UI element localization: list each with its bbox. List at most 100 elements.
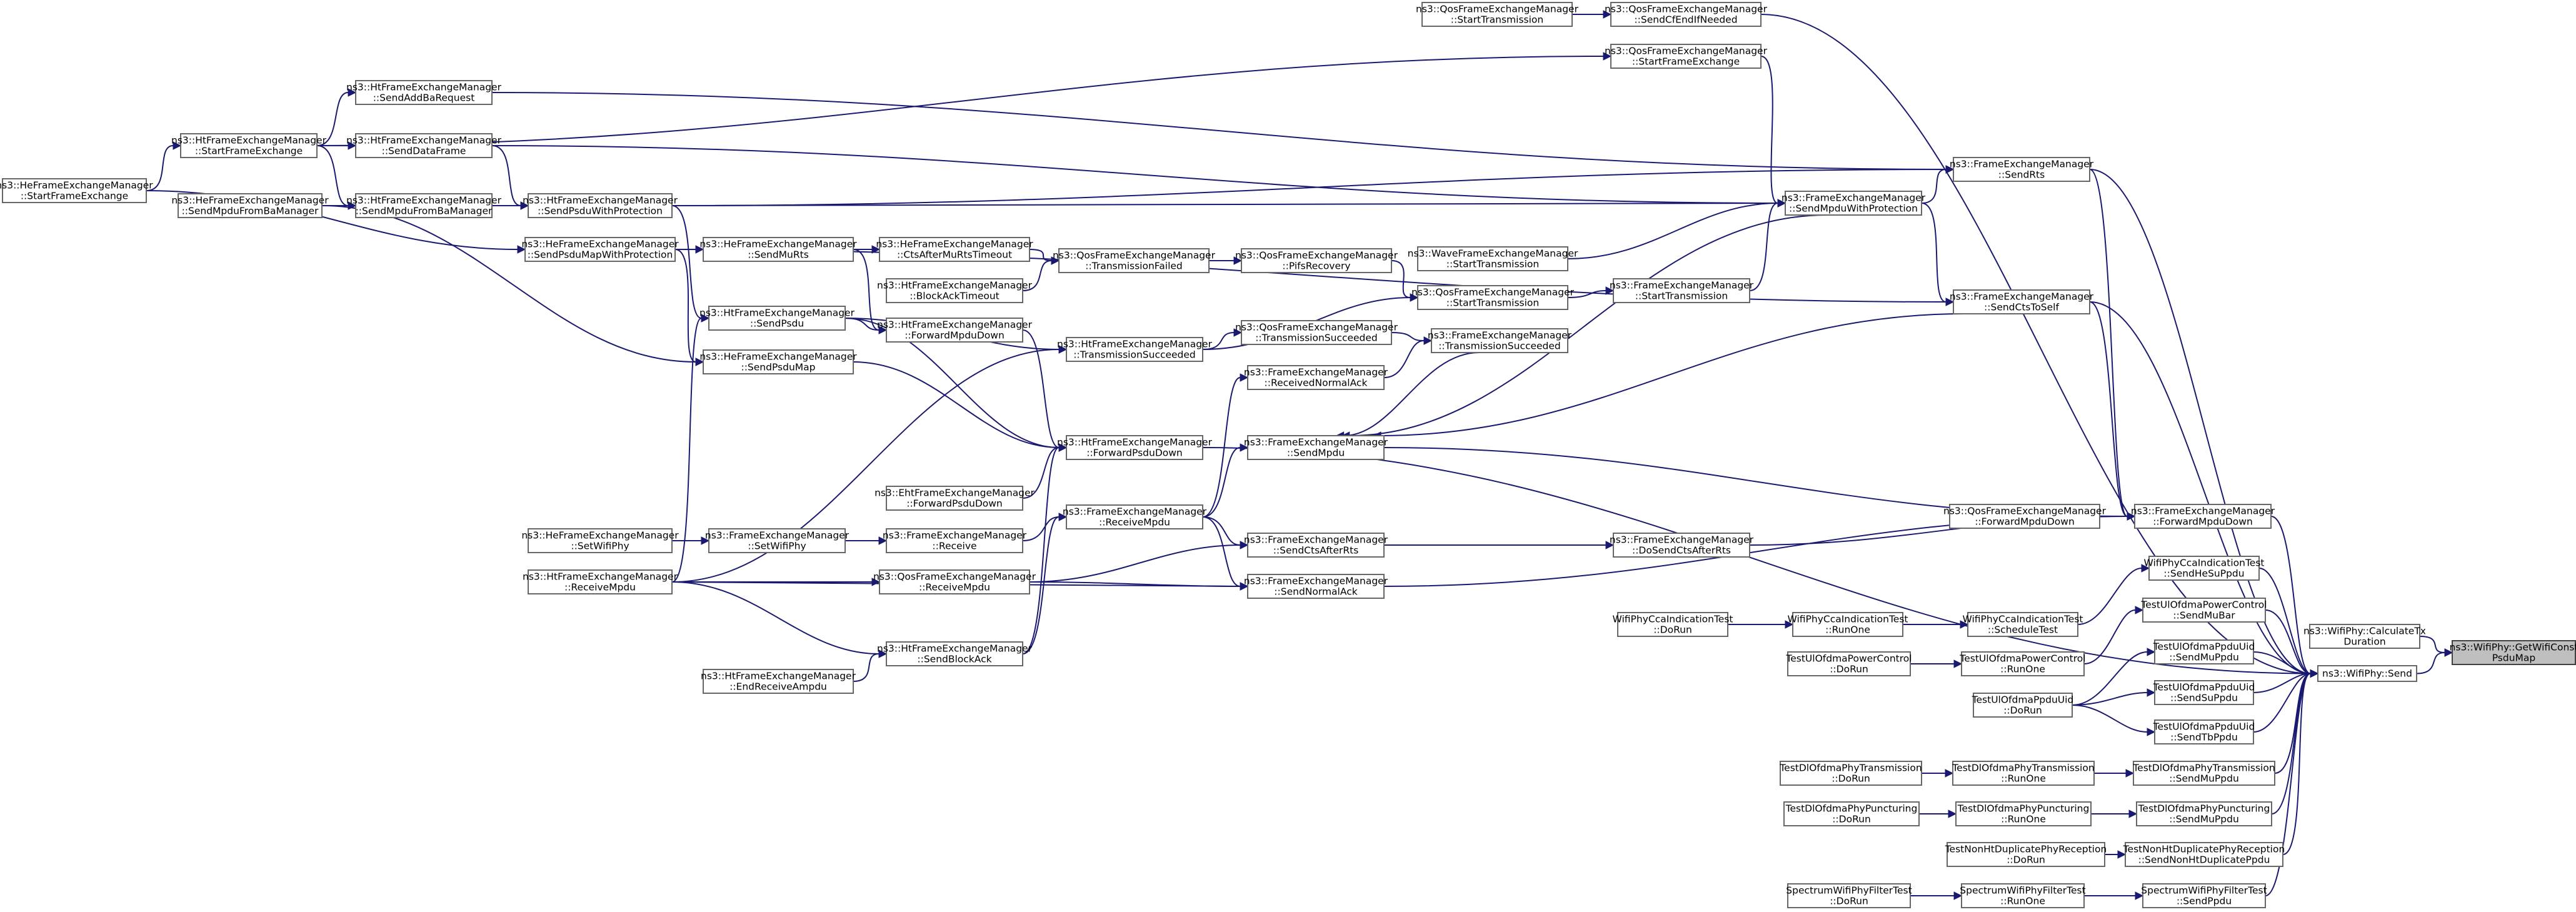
node-fem-txsucceeded[interactable]: ns3::FrameExchangeManager::TransmissionS…	[1428, 328, 1572, 353]
node-box	[1613, 533, 1750, 558]
node-fem-setwifiphy[interactable]: ns3::FrameExchangeManager::SetWifiPhy	[705, 528, 849, 553]
node-fem-sendctstoself[interactable]: ns3::FrameExchangeManager::SendCtsToSelf	[1950, 289, 2094, 314]
node-fem-receivempdu[interactable]: ns3::FrameExchangeManager::ReceiveMpdu	[1063, 504, 1207, 529]
node-qos-startframeexchange[interactable]: ns3::QosFrameExchangeManager::StartFrame…	[1605, 44, 1768, 69]
edge-n_ht_sendpsduwp-to-n_ht_sendpsdu	[671, 205, 702, 319]
node-he-ctsaftermurtstimeout[interactable]: ns3::HeFrameExchangeManager::CtsAfterMuR…	[876, 237, 1033, 262]
node-label-line: SpectrumWifiPhyFilterTest	[1960, 885, 2085, 896]
node-fem-sendmpdu[interactable]: ns3::FrameExchangeManager::SendMpdu	[1244, 435, 1388, 460]
edge-n_ht_fwdpsdudown-to-n_send	[1202, 447, 2311, 674]
node-dlpunc-runone[interactable]: TestDlOfdmaPhyPuncturing::RunOne	[1955, 801, 2092, 826]
arrowhead-n_spec_sendppdu-to-n_send	[2310, 669, 2319, 678]
node-fem-starttx[interactable]: ns3::FrameExchangeManager::StartTransmis…	[1610, 278, 1754, 303]
node-box	[703, 669, 854, 694]
node-fem-sendnormalack[interactable]: ns3::FrameExchangeManager::SendNormalAck	[1244, 574, 1388, 599]
node-ht-sendaddbarequest[interactable]: ns3::HtFrameExchangeManager::SendAddBaRe…	[346, 80, 502, 105]
node-ulppdu-sendmuppdu[interactable]: TestUlOfdmaPpduUid::SendMuPpdu	[2153, 639, 2255, 664]
node-box	[1421, 2, 1573, 27]
node-ht-txsucceeded[interactable]: ns3::HtFrameExchangeManager::Transmissio…	[1057, 337, 1213, 362]
node-cca-scheduletest[interactable]: WifiPhyCcaIndicationTest::ScheduleTest	[1962, 612, 2083, 637]
node-cca-dorun[interactable]: WifiPhyCcaIndicationTest::DoRun	[1612, 612, 1733, 637]
node-qos-receivempdu[interactable]: ns3::QosFrameExchangeManager::ReceiveMpd…	[873, 569, 1036, 594]
node-dlpunc-sendmuppdu[interactable]: TestDlOfdmaPhyPuncturing::SendMuPpdu	[2136, 801, 2272, 826]
node-label-line: ns3::QosFrameExchangeManager	[873, 571, 1036, 583]
node-qos-sendcfendifneeded[interactable]: ns3::QosFrameExchangeManager::SendCfEndI…	[1605, 2, 1768, 27]
node-ht-fwdmpdudown[interactable]: ns3::HtFrameExchangeManager::ForwardMpdu…	[877, 318, 1033, 343]
node-qos-starttx-top[interactable]: ns3::QosFrameExchangeManager::StartTrans…	[1416, 2, 1579, 27]
node-dlpunc-dorun[interactable]: TestDlOfdmaPhyPuncturing::DoRun	[1783, 801, 1920, 826]
node-cca-sendhesupdu[interactable]: WifiPhyCcaIndicationTest::SendHeSuPpdu	[2143, 556, 2265, 581]
node-cca-runone[interactable]: WifiPhyCcaIndicationTest::RunOne	[1787, 612, 1908, 637]
node-he-sendmpdufromba[interactable]: ns3::HeFrameExchangeManager::SendMpduFro…	[171, 193, 329, 218]
node-ulppdu-sendtbppdu[interactable]: TestUlOfdmaPpduUid::SendTbPpdu	[2153, 719, 2255, 744]
node-he-sendpsdumap[interactable]: ns3::HeFrameExchangeManager::SendPsduMap	[699, 349, 857, 374]
edge-n_ulppdu_dorun-to-n_ulppdu_sendsuppdu	[2072, 692, 2148, 706]
node-qos-txfailed[interactable]: ns3::QosFrameExchangeManager::Transmissi…	[1053, 248, 1216, 273]
node-ht-blockacktimeout[interactable]: ns3::HtFrameExchangeManager::BlockAckTim…	[877, 278, 1033, 303]
node-box	[1792, 612, 1903, 637]
node-ulpc-runone[interactable]: TestUlOfdmaPowerControl::RunOne	[1959, 651, 2086, 676]
node-label-line: ::SendSuPpdu	[2170, 693, 2238, 704]
node-ulppdu-sendsuppdu[interactable]: TestUlOfdmaPpduUid::SendSuPpdu	[2153, 680, 2255, 705]
node-ht-endreceiveampdu[interactable]: ns3::HtFrameExchangeManager::EndReceiveA…	[701, 669, 856, 694]
node-he-sendmurts[interactable]: ns3::HeFrameExchangeManager::SendMuRts	[699, 237, 857, 262]
node-fem-sendrts[interactable]: ns3::FrameExchangeManager::SendRts	[1950, 157, 2094, 182]
node-ht-fwdpsdudown[interactable]: ns3::HtFrameExchangeManager::ForwardPsdu…	[1057, 435, 1213, 460]
node-label-line: TestUlOfdmaPpduUid	[2153, 682, 2255, 693]
node-ht-sendpsdu[interactable]: ns3::HtFrameExchangeManager::SendPsdu	[699, 306, 855, 331]
node-fem-receive[interactable]: ns3::FrameExchangeManager::Receive	[883, 528, 1027, 553]
edge-n_ulppdu_sendsuppdu-to-n_send	[2253, 673, 2311, 693]
node-qos-starttx-mid[interactable]: ns3::QosFrameExchangeManager::StartTrans…	[1411, 285, 1575, 310]
arrowhead-n_qos_txsucceeded-to-n_fem_txsucceeded	[1423, 336, 1433, 345]
node-box	[1953, 289, 2090, 314]
node-dltx-runone[interactable]: TestDlOfdmaPhyTransmission::RunOne	[1952, 761, 2095, 786]
node-spec-sendppdu[interactable]: SpectrumWifiPhyFilterTest::SendPpdu	[2141, 883, 2267, 908]
node-ulpc-sendmubar[interactable]: TestUlOfdmaPowerControl::SendMuBar	[2140, 598, 2267, 623]
node-qos-fwdmpdudown[interactable]: ns3::QosFrameExchangeManager::ForwardMpd…	[1943, 504, 2107, 529]
edge-n_fem_receivempdu-to-n_fem_sendctsafterrts	[1202, 516, 1241, 546]
node-he-sendpsdumapwp[interactable]: ns3::HeFrameExchangeManager::SendPsduMap…	[521, 237, 679, 262]
node-ht-sendpsduwp[interactable]: ns3::HtFrameExchangeManager::SendPsduWit…	[523, 193, 678, 218]
node-dltx-sendmuppdu[interactable]: TestDlOfdmaPhyTransmission::SendMuPpdu	[2132, 761, 2275, 786]
node-eht-fwdpsdudown[interactable]: ns3::EhtFrameExchangeManager::ForwardPsd…	[875, 486, 1035, 511]
node-label-line: ::TransmissionSucceeded	[1073, 349, 1196, 361]
edge-n_ht_senddataframe-to-n_fem_sendmpduwp	[491, 145, 1778, 204]
arrowhead-n_dlpunc_runone-to-n_dlpunc_sendmuppdu	[2128, 809, 2138, 818]
node-send[interactable]: ns3::WifiPhy::Send	[2317, 665, 2417, 682]
node-nonht-sendnonhtdup[interactable]: TestNonHtDuplicatePhyReception::SendNonH…	[2123, 842, 2285, 867]
edge-n_ulpc_sendmubar-to-n_send	[2265, 609, 2311, 674]
node-dltx-dorun[interactable]: TestDlOfdmaPhyTransmission::DoRun	[1779, 761, 1922, 786]
node-ht-senddataframe[interactable]: ns3::HtFrameExchangeManager::SendDataFra…	[346, 133, 502, 158]
edge-n_ulpc_runone-to-n_ulpc_sendmubar	[2083, 609, 2136, 664]
node-box	[528, 193, 673, 218]
node-ht-startframeexchange[interactable]: ns3::HtFrameExchangeManager::StartFrameE…	[171, 133, 327, 158]
node-fem-sendmpduwp[interactable]: ns3::FrameExchangeManager::SendMpduWithP…	[1782, 191, 1926, 216]
node-fem-dosendctsafterrts[interactable]: ns3::FrameExchangeManager::DoSendCtsAfte…	[1610, 533, 1754, 558]
node-fem-fwdmpdudown[interactable]: ns3::FrameExchangeManager::ForwardMpduDo…	[2131, 504, 2275, 529]
node-fem-receivednormalack[interactable]: ns3::FrameExchangeManager::ReceivedNorma…	[1244, 365, 1388, 390]
arrowhead-n_dlpunc_dorun-to-n_dlpunc_runone	[1948, 809, 1957, 818]
node-ulppdu-dorun[interactable]: TestUlOfdmaPpduUid::DoRun	[1972, 693, 2074, 718]
node-ht-sendmpdufromba[interactable]: ns3::HtFrameExchangeManager::SendMpduFro…	[346, 193, 502, 218]
node-wave-starttx[interactable]: ns3::WaveFrameExchangeManager::StartTran…	[1408, 246, 1578, 271]
node-spec-dorun[interactable]: SpectrumWifiPhyFilterTest::DoRun	[1786, 883, 1912, 908]
node-box	[524, 237, 676, 262]
node-ht-sendblockack[interactable]: ns3::HtFrameExchangeManager::SendBlockAc…	[877, 641, 1033, 666]
node-nonht-dorun[interactable]: TestNonHtDuplicatePhyReception::DoRun	[1945, 842, 2107, 867]
node-ulpc-dorun[interactable]: TestUlOfdmaPowerControl::DoRun	[1785, 651, 1912, 676]
node-box	[1613, 278, 1750, 303]
node-label-line: TestUlOfdmaPowerControl	[1785, 653, 1912, 664]
node-he-setwifiphy[interactable]: ns3::HeFrameExchangeManager::SetWifiPhy	[521, 528, 679, 553]
arrowhead-n_he_sendpsdumap-to-n_ht_fwdpsdudown	[1058, 443, 1068, 452]
node-ht-receivempdu[interactable]: ns3::HtFrameExchangeManager::ReceiveMpdu	[523, 569, 678, 594]
node-qos-pifsrecovery[interactable]: ns3::QosFrameExchangeManager::PifsRecove…	[1235, 248, 1398, 273]
edge-n_calctx-to-n_getwificonst	[2419, 636, 2445, 653]
node-label-line: ::SendRts	[1998, 169, 2045, 181]
node-fem-sendctsafterrts[interactable]: ns3::FrameExchangeManager::SendCtsAfterR…	[1244, 533, 1388, 558]
node-qos-txsucceeded[interactable]: ns3::QosFrameExchangeManager::Transmissi…	[1235, 320, 1398, 345]
node-label-line: ns3::HeFrameExchangeManager	[0, 180, 153, 191]
node-he-startframeexchange[interactable]: ns3::HeFrameExchangeManager::StartFrameE…	[0, 178, 153, 203]
node-spec-runone[interactable]: SpectrumWifiPhyFilterTest::RunOne	[1960, 883, 2086, 908]
